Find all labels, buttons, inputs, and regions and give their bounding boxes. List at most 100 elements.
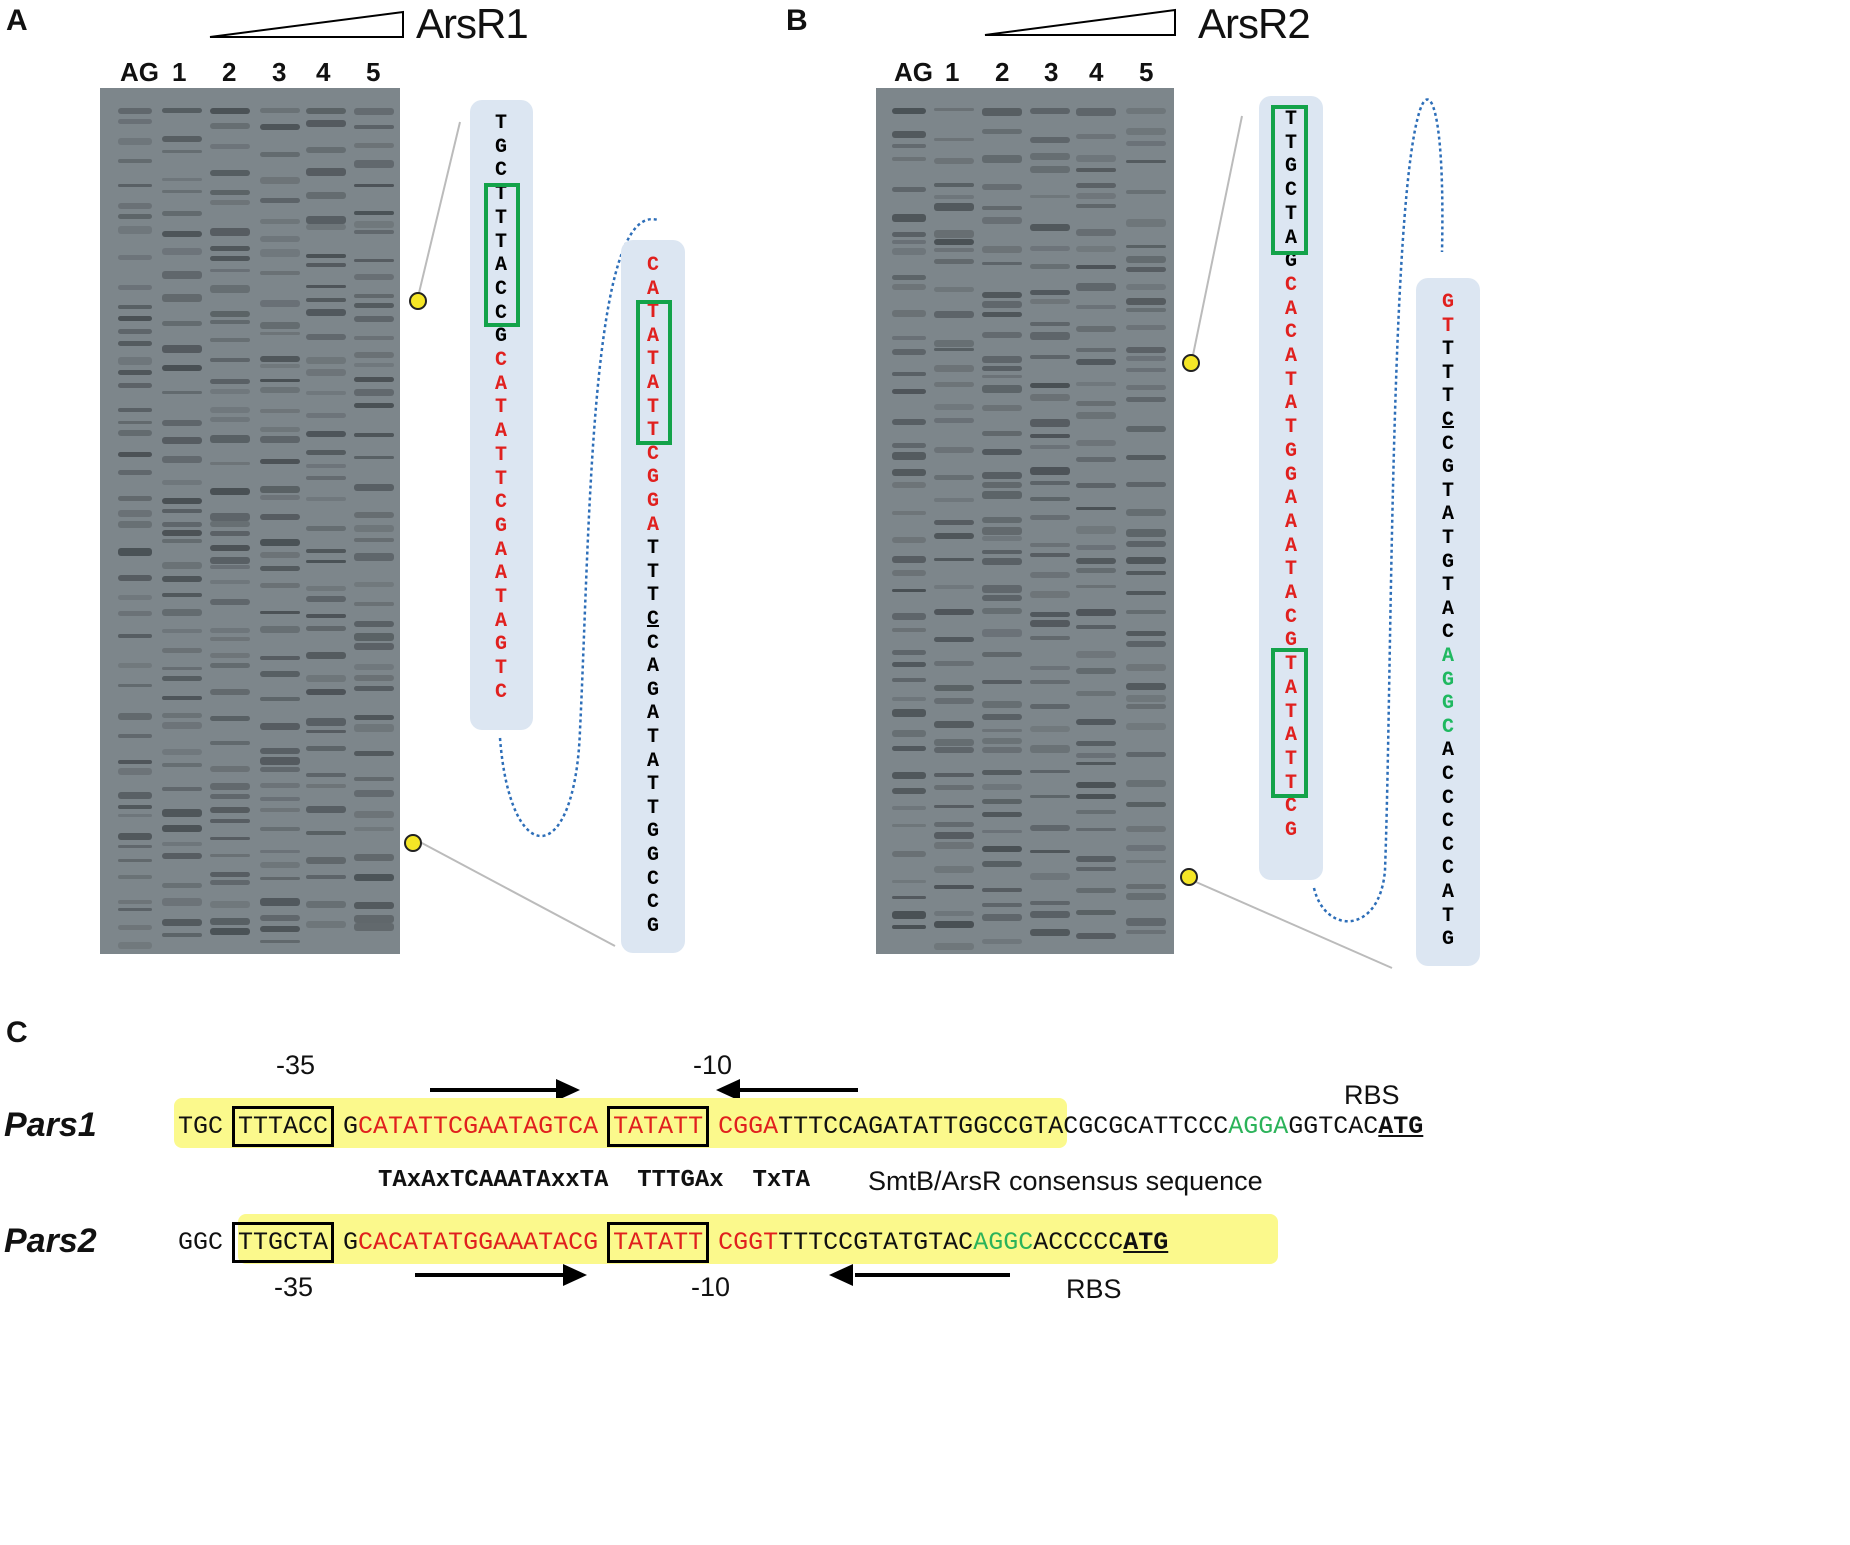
gel-band xyxy=(1076,204,1116,209)
nucleotide: C xyxy=(494,491,507,515)
pars1-seq-repeat1: CATATTCGAATAGTCA xyxy=(358,1112,599,1141)
pars2-inverted-repeat-arrows xyxy=(415,1264,1010,1286)
nucleotide: C xyxy=(1441,621,1454,645)
gel-band xyxy=(162,853,202,860)
gel-band xyxy=(162,539,202,544)
gel-band xyxy=(982,607,1022,614)
gel-band xyxy=(934,247,974,252)
gel-band xyxy=(1030,910,1070,918)
gel-band xyxy=(1126,108,1166,114)
gel-band xyxy=(118,356,152,365)
gel-band xyxy=(934,738,974,746)
gel-band xyxy=(982,331,1022,338)
nucleotide: A xyxy=(1284,392,1297,416)
gel-band xyxy=(306,464,346,469)
gel-band xyxy=(354,901,394,909)
gel-band xyxy=(1126,663,1166,671)
gel-band xyxy=(306,147,346,154)
gel-band xyxy=(210,199,250,205)
gel-band xyxy=(982,365,1022,371)
gel-band xyxy=(1030,355,1070,360)
gel-band xyxy=(934,474,974,480)
gel-band xyxy=(354,664,394,671)
gel-band xyxy=(354,483,394,491)
gel-band xyxy=(354,363,394,368)
gel-band xyxy=(210,407,250,413)
gel-band xyxy=(354,316,394,323)
gel-band xyxy=(306,262,346,267)
gel-band xyxy=(162,593,202,597)
gel-band xyxy=(892,896,926,900)
gel-band xyxy=(162,108,202,113)
gel-band xyxy=(210,319,250,324)
gel-band xyxy=(982,903,1022,908)
gel-band xyxy=(934,831,974,839)
gel-band xyxy=(354,456,394,460)
nucleotide: C xyxy=(494,301,507,325)
gel-band xyxy=(162,211,202,217)
gel-band xyxy=(118,496,152,501)
gel-band xyxy=(982,262,1022,266)
gel-band xyxy=(162,270,202,279)
gel-band xyxy=(260,356,300,363)
gel-band xyxy=(982,312,1022,318)
gel-band xyxy=(1126,509,1166,517)
gel-band xyxy=(354,389,394,397)
gel-band xyxy=(892,537,926,544)
gel-band xyxy=(934,636,974,642)
nucleotide: C xyxy=(1441,810,1454,834)
gel-band xyxy=(982,355,1022,363)
nucleotide: C xyxy=(1441,786,1454,810)
gel-band xyxy=(1030,824,1070,831)
gel-band xyxy=(306,874,346,879)
gel-band xyxy=(892,451,926,460)
gel-band xyxy=(162,666,202,670)
gel-band xyxy=(892,144,926,149)
gel-band xyxy=(118,874,152,879)
nucleotide: G xyxy=(646,490,659,513)
gel-band xyxy=(306,730,346,734)
gel-band xyxy=(1030,515,1070,521)
gel-band xyxy=(934,558,974,562)
gel-band xyxy=(982,482,1022,489)
gel-band xyxy=(210,310,250,317)
gel-band xyxy=(118,833,152,841)
gel-band xyxy=(354,210,394,215)
nucleotide: C xyxy=(1441,833,1454,857)
nucleotide: A xyxy=(646,372,659,395)
nucleotide: A xyxy=(646,513,659,537)
consensus-label: SmtB/ArsR consensus sequence xyxy=(868,1166,1263,1196)
gel-band xyxy=(162,321,202,327)
marker-dot-bottom-b xyxy=(1180,868,1198,886)
gel-band xyxy=(162,436,202,444)
gel-band xyxy=(1030,445,1070,450)
gel-band xyxy=(118,713,152,721)
gel-band xyxy=(1030,769,1070,773)
marker-dot-top-a xyxy=(409,292,427,310)
gel-band xyxy=(210,637,250,642)
gel-band xyxy=(934,804,974,808)
gel-band xyxy=(982,448,1022,455)
gel-band xyxy=(260,435,300,443)
gel-band xyxy=(260,551,300,558)
nucleotide: A xyxy=(1284,534,1297,558)
gel-band xyxy=(982,679,1022,684)
gel-band xyxy=(982,594,1022,601)
nucleotide: T xyxy=(1284,131,1297,155)
gel-band xyxy=(1030,542,1070,547)
sequence-column-a-left xyxy=(470,100,533,730)
gel-band xyxy=(1076,264,1116,269)
pars1-rbs-sequence: AGGA xyxy=(1228,1112,1289,1141)
gel-band xyxy=(306,253,346,258)
gel-band xyxy=(934,194,974,199)
nucleotide: T xyxy=(1284,108,1297,131)
gel-band xyxy=(210,189,250,195)
nucleotide: T xyxy=(494,230,507,254)
gel-band xyxy=(892,627,926,632)
gel-band xyxy=(1030,745,1070,754)
nucleotide: T xyxy=(1284,771,1297,795)
gel-band xyxy=(260,235,300,242)
gel-band xyxy=(1126,844,1166,851)
gel-band xyxy=(162,420,202,427)
gel-band xyxy=(1076,411,1116,419)
